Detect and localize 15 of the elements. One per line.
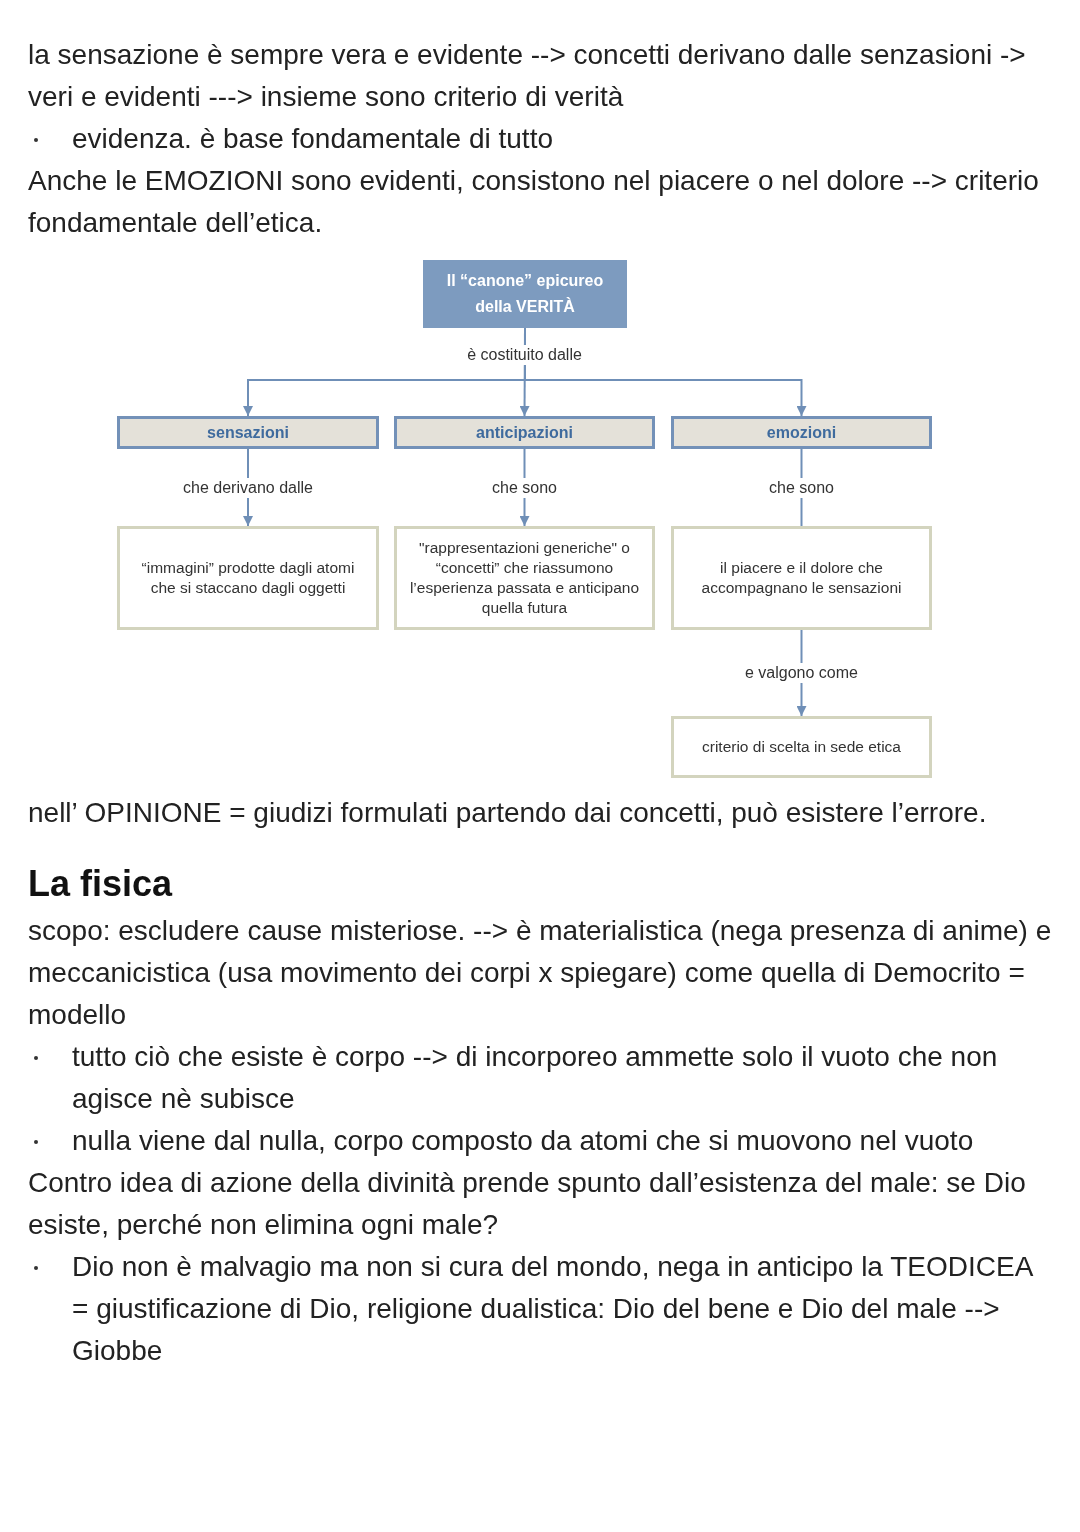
note-text: nulla viene dal nulla, corpo composto da atomi che si muovono nel vuoto — [72, 1124, 975, 1158]
note-text: evidenza. è base fondamentale di tutto — [72, 122, 554, 156]
category-box: sensazioni — [117, 416, 379, 449]
description-box: "rappresentazioni generiche" o “concetti” che riassumono l’esperienza passata e anticipano quella futura — [394, 526, 655, 630]
note-text: Anche le EMOZIONI sono evidenti, consistono nel piacere o nel dolore --> criterio fondamentale dell’etica. — [28, 164, 1040, 240]
category-box: emozioni — [671, 416, 932, 449]
section-heading: La fisica — [28, 862, 173, 906]
note-text: Contro idea di azione della divinità prende spunto dall’esistenza del male: se Dio esiste, perché non elimina ogni male? — [28, 1166, 1027, 1242]
description-box: criterio di scelta in sede etica — [671, 716, 932, 778]
category-box: anticipazioni — [394, 416, 655, 449]
title-box: Il “canone” epicureo della VERITÀ — [423, 260, 627, 328]
description-box: il piacere e il dolore che accompagnano le sensazioni — [671, 526, 932, 630]
note-text: nell’ OPINIONE = giudizi formulati partendo dai concetti, può esistere l’errore. — [28, 796, 988, 830]
note-text: Dio non è malvagio ma non si cura del mondo, nega in anticipo la TEODICEA = giustificazione di Dio, religione dualistica: Dio del bene e Dio del male --> Giobbe — [72, 1250, 1034, 1368]
description-box: “immagini” prodotte dagli atomi che si staccano dagli oggetti — [117, 526, 379, 630]
